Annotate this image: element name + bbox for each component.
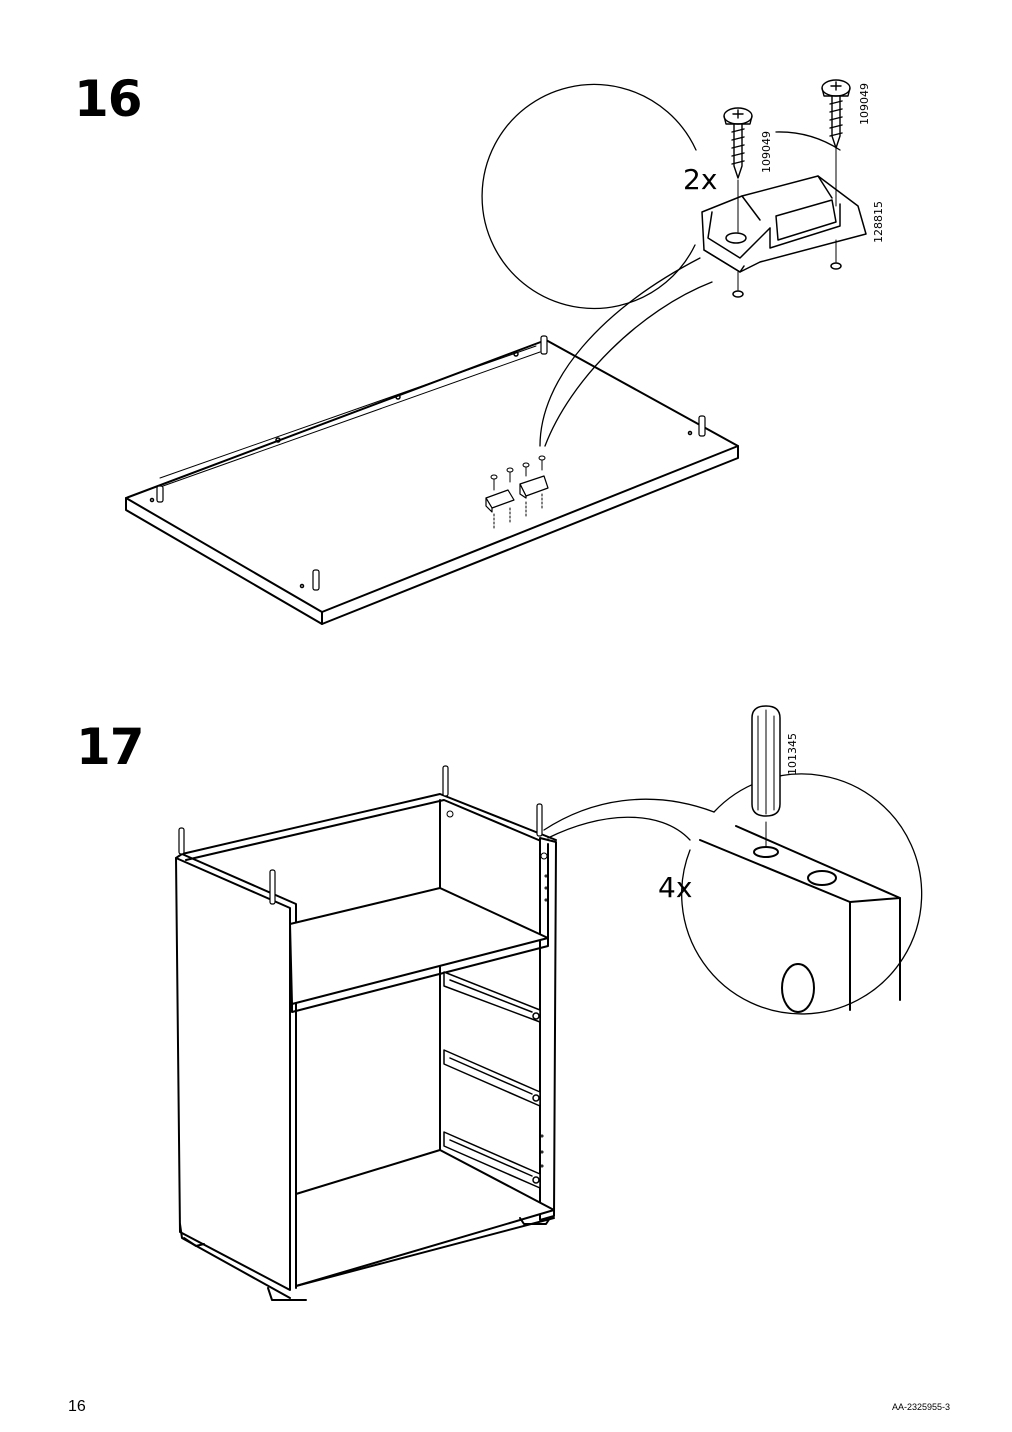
step-17-quantity: 4x [658,871,693,904]
bracket-small [485,475,549,513]
cabinet-dowel [178,765,543,905]
part-number-128815: 128815 [872,201,885,243]
detail-callout-17 [543,773,923,1015]
cabinet-frame [175,793,557,1301]
bottom-panel [125,339,739,625]
step-16-quantity: 2x [683,163,718,196]
step-17-number: 17 [76,718,145,776]
panel-dowel [156,335,706,591]
detail-callout-16 [481,83,841,447]
document-code: AA-2325955-3 [891,1402,950,1412]
part-number-109049-right: 109049 [858,83,871,125]
part-number-101345: 101345 [786,733,799,775]
page-number: 16 [68,1398,86,1415]
board-edge-detail [699,821,901,1013]
shelf-pin-hole [446,810,548,1168]
drawer-runner [443,971,541,1189]
wood-screw-icon [723,79,851,179]
part-number-109049-left: 109049 [760,131,773,173]
wooden-dowel-icon [751,705,781,817]
drawer-stop-bracket-icon [701,147,867,298]
screw-small [490,455,546,529]
step-16-number: 16 [74,70,143,128]
